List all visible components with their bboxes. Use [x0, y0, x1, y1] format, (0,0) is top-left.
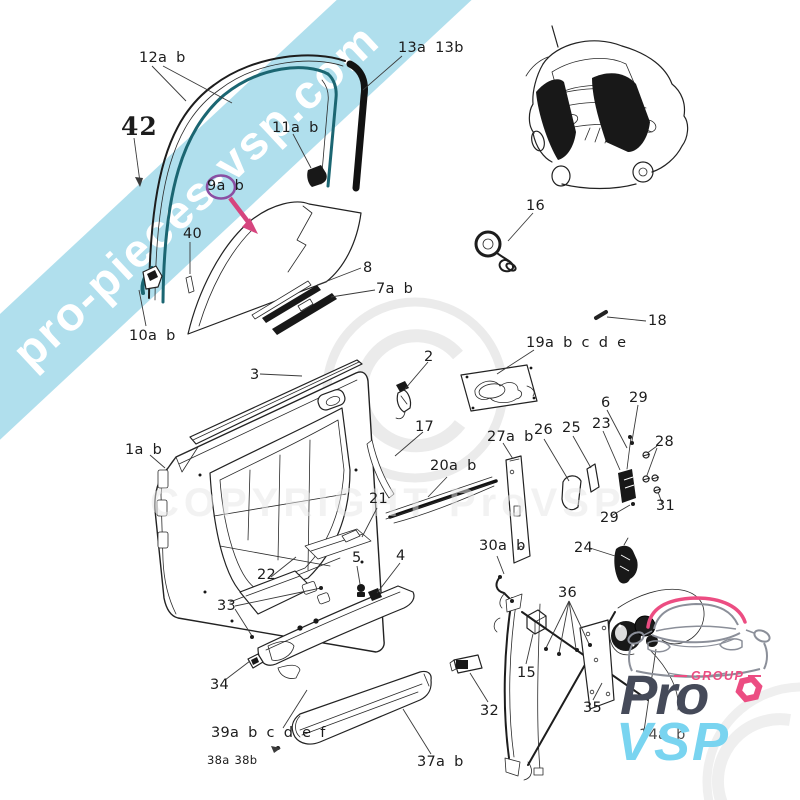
fastener-dot	[250, 635, 254, 639]
leader-line	[469, 672, 489, 703]
leader-line	[133, 137, 141, 183]
arrow-head-42	[135, 177, 143, 187]
leader-line	[645, 447, 658, 479]
leader-line	[502, 442, 514, 460]
leader-line	[525, 633, 534, 665]
fastener-dot	[588, 643, 592, 647]
leader-line	[394, 431, 424, 457]
fastener-dot	[575, 648, 579, 652]
lock-cable	[474, 230, 517, 273]
leader-line	[330, 289, 376, 298]
logo-hexagon-icon	[735, 675, 763, 703]
arrow-head-38	[271, 746, 281, 753]
leader-line	[643, 648, 657, 732]
leader-line	[657, 491, 663, 504]
leader-line	[402, 708, 432, 755]
highlight-circle-9a	[205, 174, 237, 200]
screw-icon	[653, 486, 662, 494]
leader-line	[496, 349, 535, 375]
leader-line	[558, 600, 570, 654]
leader-line	[282, 689, 308, 729]
leader-line	[572, 435, 592, 469]
logo-pro-text: Pro	[620, 663, 709, 726]
leader-line	[404, 361, 429, 390]
fastener-dot	[510, 599, 514, 603]
leader-line	[224, 660, 251, 681]
leader-line	[234, 608, 253, 637]
leader-line	[138, 289, 147, 327]
door-glass	[187, 201, 362, 335]
leader-lines	[133, 55, 663, 755]
leader-line	[592, 682, 603, 701]
leader-line	[151, 65, 187, 102]
leader-line	[545, 600, 570, 649]
car-thumbnail	[525, 25, 689, 190]
fastener-dot	[630, 441, 634, 445]
leader-line	[568, 600, 577, 650]
pin-18	[594, 310, 608, 320]
window-regulator	[493, 588, 705, 781]
fastener-dot	[631, 502, 635, 506]
leader-line	[362, 55, 403, 91]
leader-line	[292, 133, 312, 169]
leader-line	[234, 587, 322, 607]
leader-line	[427, 476, 448, 498]
screw-icon	[642, 475, 651, 483]
leader-line	[356, 565, 361, 585]
leader-line	[376, 562, 401, 594]
leader-line	[631, 404, 639, 442]
leader-line	[259, 373, 303, 377]
leader-line	[507, 212, 534, 242]
leader-line	[606, 316, 647, 322]
callout-arrows	[135, 174, 281, 753]
fastener-dot	[544, 647, 548, 651]
copyright-faint-text: COPYRIGHT ProVSP	[150, 481, 626, 525]
door-shell	[154, 371, 385, 653]
logo-vsp-text: VSP	[616, 712, 731, 772]
leader-line	[543, 438, 570, 482]
leader-line	[316, 267, 362, 286]
pillar-trim-parts	[449, 436, 638, 674]
screw-icon	[642, 451, 651, 459]
provsp-logo: GROUP Pro VSP	[612, 583, 788, 788]
leader-line	[361, 507, 378, 538]
highlight-arrow-head-9a	[242, 218, 258, 234]
window-frame-seals	[140, 54, 368, 304]
leader-line	[162, 65, 233, 104]
beltline-strips	[251, 280, 337, 335]
screw-icon	[651, 474, 660, 482]
fastener-dot	[628, 435, 632, 439]
door-top-strip-3	[189, 359, 363, 445]
leader-line	[589, 547, 616, 557]
watermark-site-text: pro-pieces-vsp.com	[2, 12, 389, 378]
fastener-dot	[319, 586, 323, 590]
harness-panel-19	[460, 364, 538, 412]
leader-line	[568, 600, 590, 645]
watermark-band: pro-pieces-vsp.com	[0, 0, 497, 481]
leader-line	[270, 556, 297, 578]
lower-trim-37	[291, 670, 432, 745]
leader-line	[606, 409, 628, 449]
fastener-dot	[557, 652, 561, 656]
trim-pieces	[304, 439, 498, 560]
logo-group-text: GROUP	[674, 669, 761, 683]
leader-line	[602, 430, 621, 471]
leader-line	[149, 454, 166, 469]
fastener-dot	[498, 575, 502, 579]
leader-line	[496, 555, 505, 575]
connector-2	[395, 381, 412, 420]
leader-line	[610, 504, 631, 517]
